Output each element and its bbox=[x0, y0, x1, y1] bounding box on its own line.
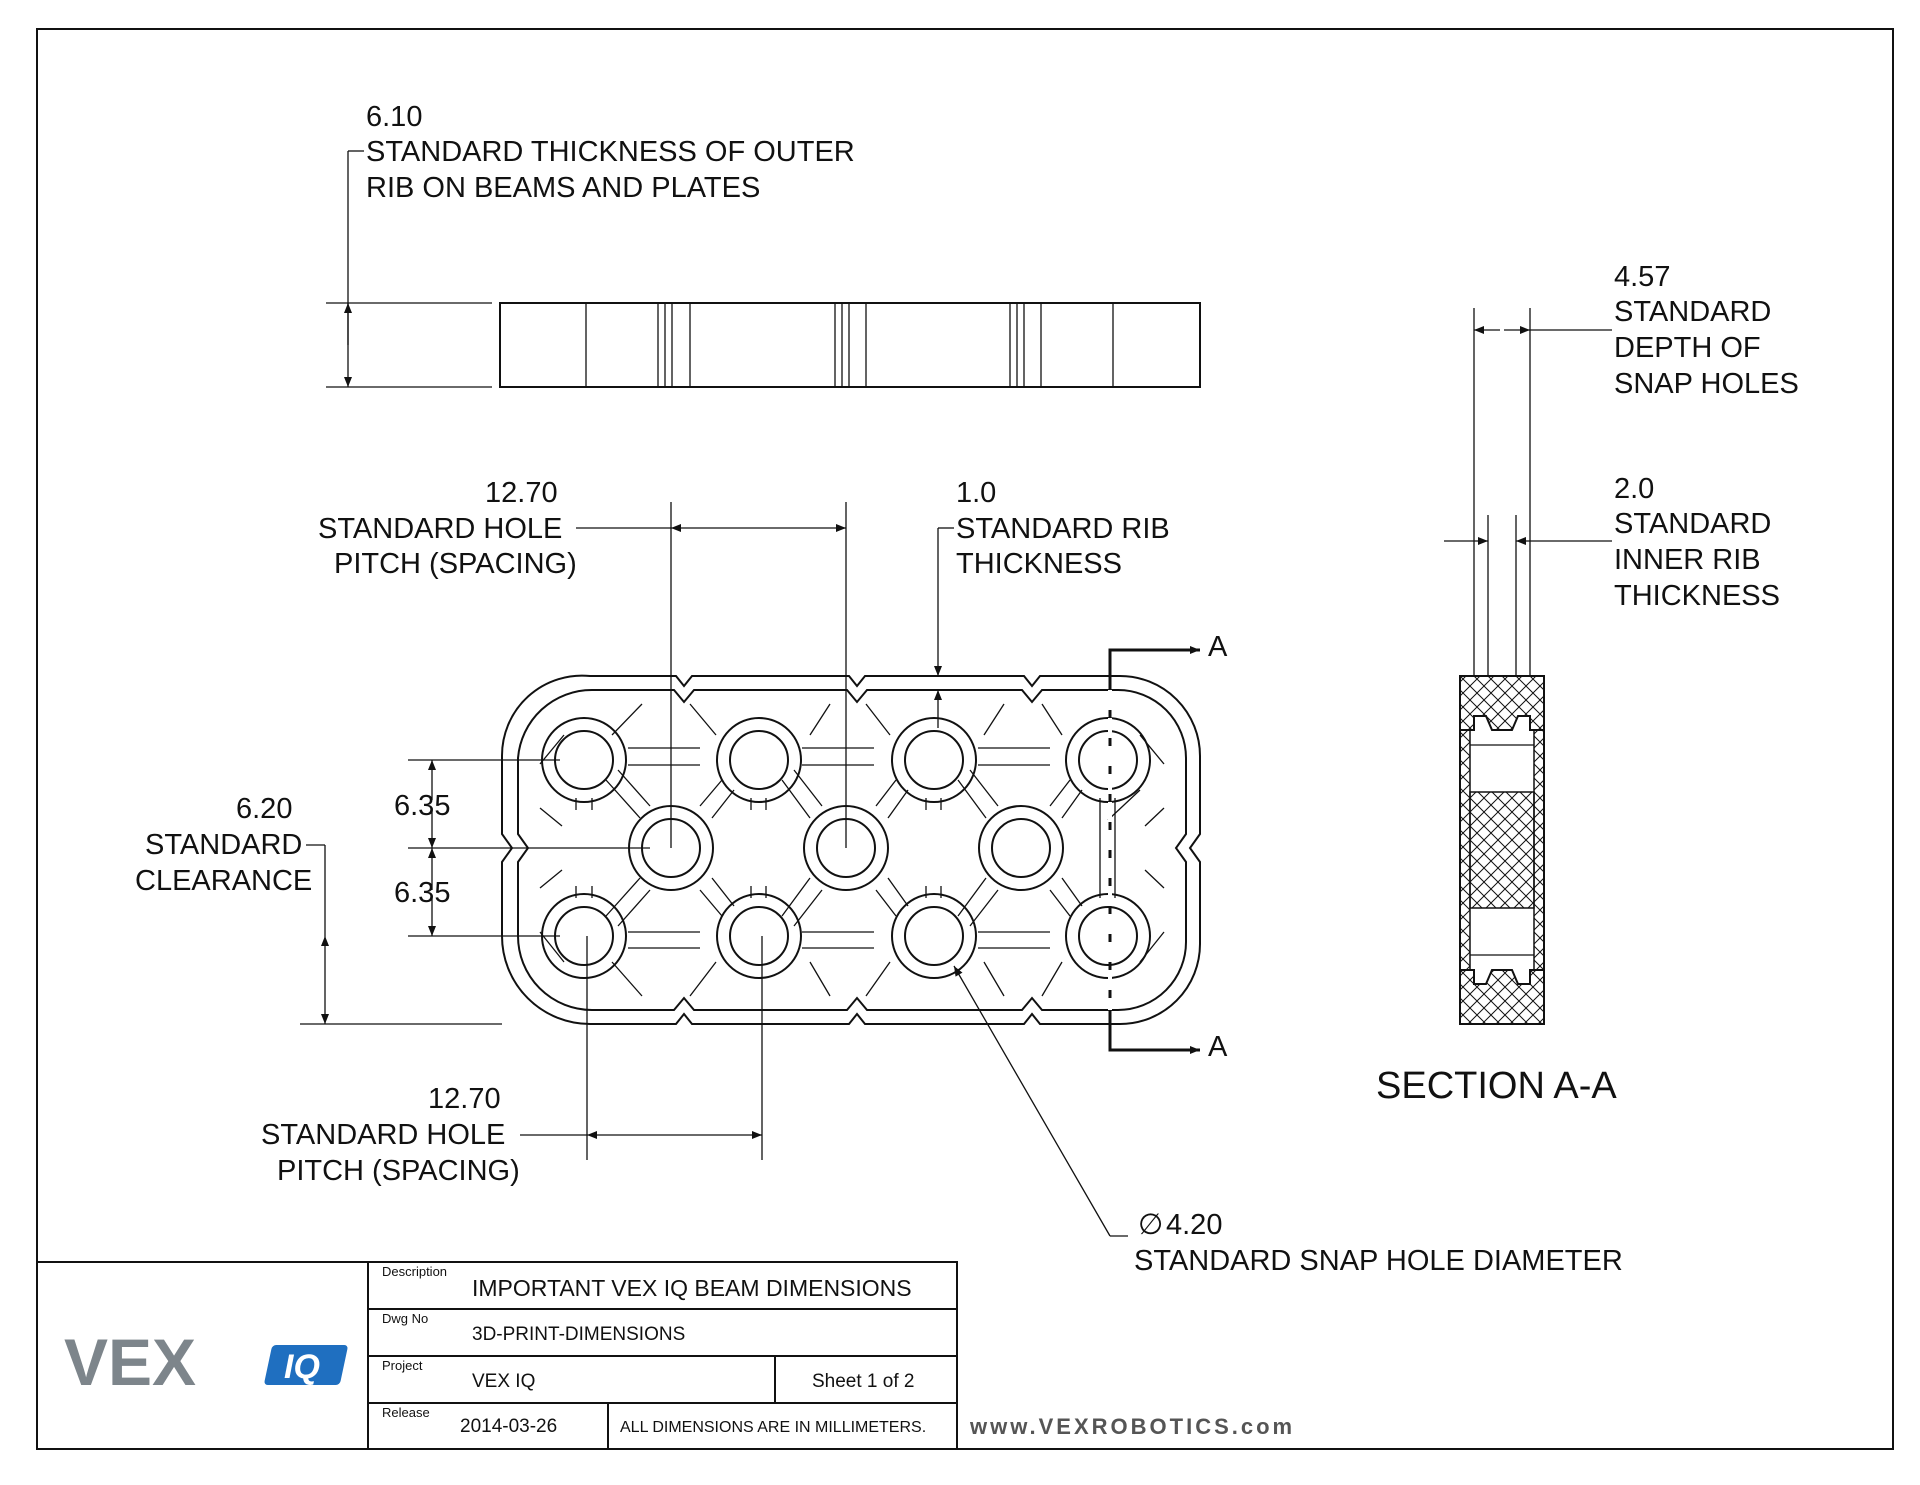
dwg-no-label: Dwg No bbox=[382, 1311, 428, 1326]
clearance-label-line2: CLEARANCE bbox=[135, 865, 312, 897]
half-pitch-upper-value: 6.35 bbox=[394, 790, 450, 822]
project-value: VEX IQ bbox=[472, 1371, 535, 1392]
snap-depth-label-line2: DEPTH OF bbox=[1614, 332, 1761, 364]
snap-depth-value: 4.57 bbox=[1614, 261, 1670, 293]
snap-depth-label-line3: SNAP HOLES bbox=[1614, 368, 1799, 400]
rib-label-line1: STANDARD RIB bbox=[956, 513, 1170, 545]
logo-vex-text: VEX bbox=[64, 1325, 196, 1399]
pitch-top-value: 12.70 bbox=[485, 477, 558, 509]
section-marker-bottom: A bbox=[1208, 1031, 1228, 1063]
description-label: Description bbox=[382, 1264, 447, 1279]
clearance-dimension bbox=[300, 844, 502, 1025]
pitch-bottom-label-line2: PITCH (SPACING) bbox=[277, 1155, 520, 1187]
inner-rib-label-line1: STANDARD bbox=[1614, 508, 1771, 540]
pitch-bottom-dimension bbox=[520, 936, 763, 1160]
dwg-no-value: 3D-PRINT-DIMENSIONS bbox=[472, 1324, 685, 1345]
inner-rib-label-line2: INNER RIB bbox=[1614, 544, 1761, 576]
inner-rib-label-line3: THICKNESS bbox=[1614, 580, 1780, 612]
pitch-top-label-line1: STANDARD HOLE bbox=[318, 513, 562, 545]
half-pitch-dimensions bbox=[408, 759, 650, 937]
pitch-top-dimension bbox=[576, 502, 847, 848]
outer-rib-dimension bbox=[326, 150, 492, 388]
section-cut-line bbox=[1108, 646, 1200, 1054]
website-url: www.VEXROBOTICS.com bbox=[969, 1414, 1295, 1439]
section-marker-top: A bbox=[1208, 631, 1228, 663]
hole-diameter-value: 4.20 bbox=[1166, 1209, 1222, 1241]
section-title: SECTION A-A bbox=[1376, 1065, 1617, 1107]
rib-thickness-dimension bbox=[934, 527, 954, 728]
snap-depth-label-line1: STANDARD bbox=[1614, 296, 1771, 328]
sheet-value: Sheet 1 of 2 bbox=[812, 1371, 914, 1392]
release-label: Release bbox=[382, 1405, 430, 1420]
beam-side-view bbox=[499, 302, 1201, 388]
inner-rib-dimension bbox=[1444, 515, 1612, 676]
project-label: Project bbox=[382, 1358, 423, 1373]
title-block bbox=[37, 1261, 958, 1450]
logo-iq-text: IQ bbox=[284, 1348, 320, 1386]
outer-rib-value: 6.10 bbox=[366, 101, 422, 133]
clearance-value: 6.20 bbox=[236, 793, 292, 825]
section-a-a-view bbox=[1459, 675, 1545, 1025]
pitch-bottom-value: 12.70 bbox=[428, 1083, 501, 1115]
hole-diameter-leader bbox=[953, 965, 1128, 1237]
outer-rib-label-line1: STANDARD THICKNESS OF OUTER bbox=[366, 136, 855, 168]
snap-depth-dimension bbox=[1473, 308, 1612, 676]
pitch-bottom-label-line1: STANDARD HOLE bbox=[261, 1119, 505, 1151]
sheet-border bbox=[36, 28, 1894, 1450]
rib-value: 1.0 bbox=[956, 477, 996, 509]
description-value: IMPORTANT VEX IQ BEAM DIMENSIONS bbox=[472, 1275, 912, 1301]
clearance-label-line1: STANDARD bbox=[145, 829, 302, 861]
outer-rib-label-line2: RIB ON BEAMS AND PLATES bbox=[366, 172, 760, 204]
hole-diameter-symbol: ∅ bbox=[1138, 1209, 1163, 1241]
hole-diameter-label: STANDARD SNAP HOLE DIAMETER bbox=[1134, 1245, 1623, 1277]
rib-label-line2: THICKNESS bbox=[956, 548, 1122, 580]
units-note: ALL DIMENSIONS ARE IN MILLIMETERS. bbox=[620, 1419, 926, 1436]
half-pitch-lower-value: 6.35 bbox=[394, 877, 450, 909]
beam-plan-view bbox=[500, 674, 1201, 1025]
release-value: 2014-03-26 bbox=[460, 1416, 557, 1437]
pitch-top-label-line2: PITCH (SPACING) bbox=[334, 548, 577, 580]
inner-rib-value: 2.0 bbox=[1614, 473, 1654, 505]
vex-iq-logo: VEX IQ bbox=[64, 1325, 348, 1399]
